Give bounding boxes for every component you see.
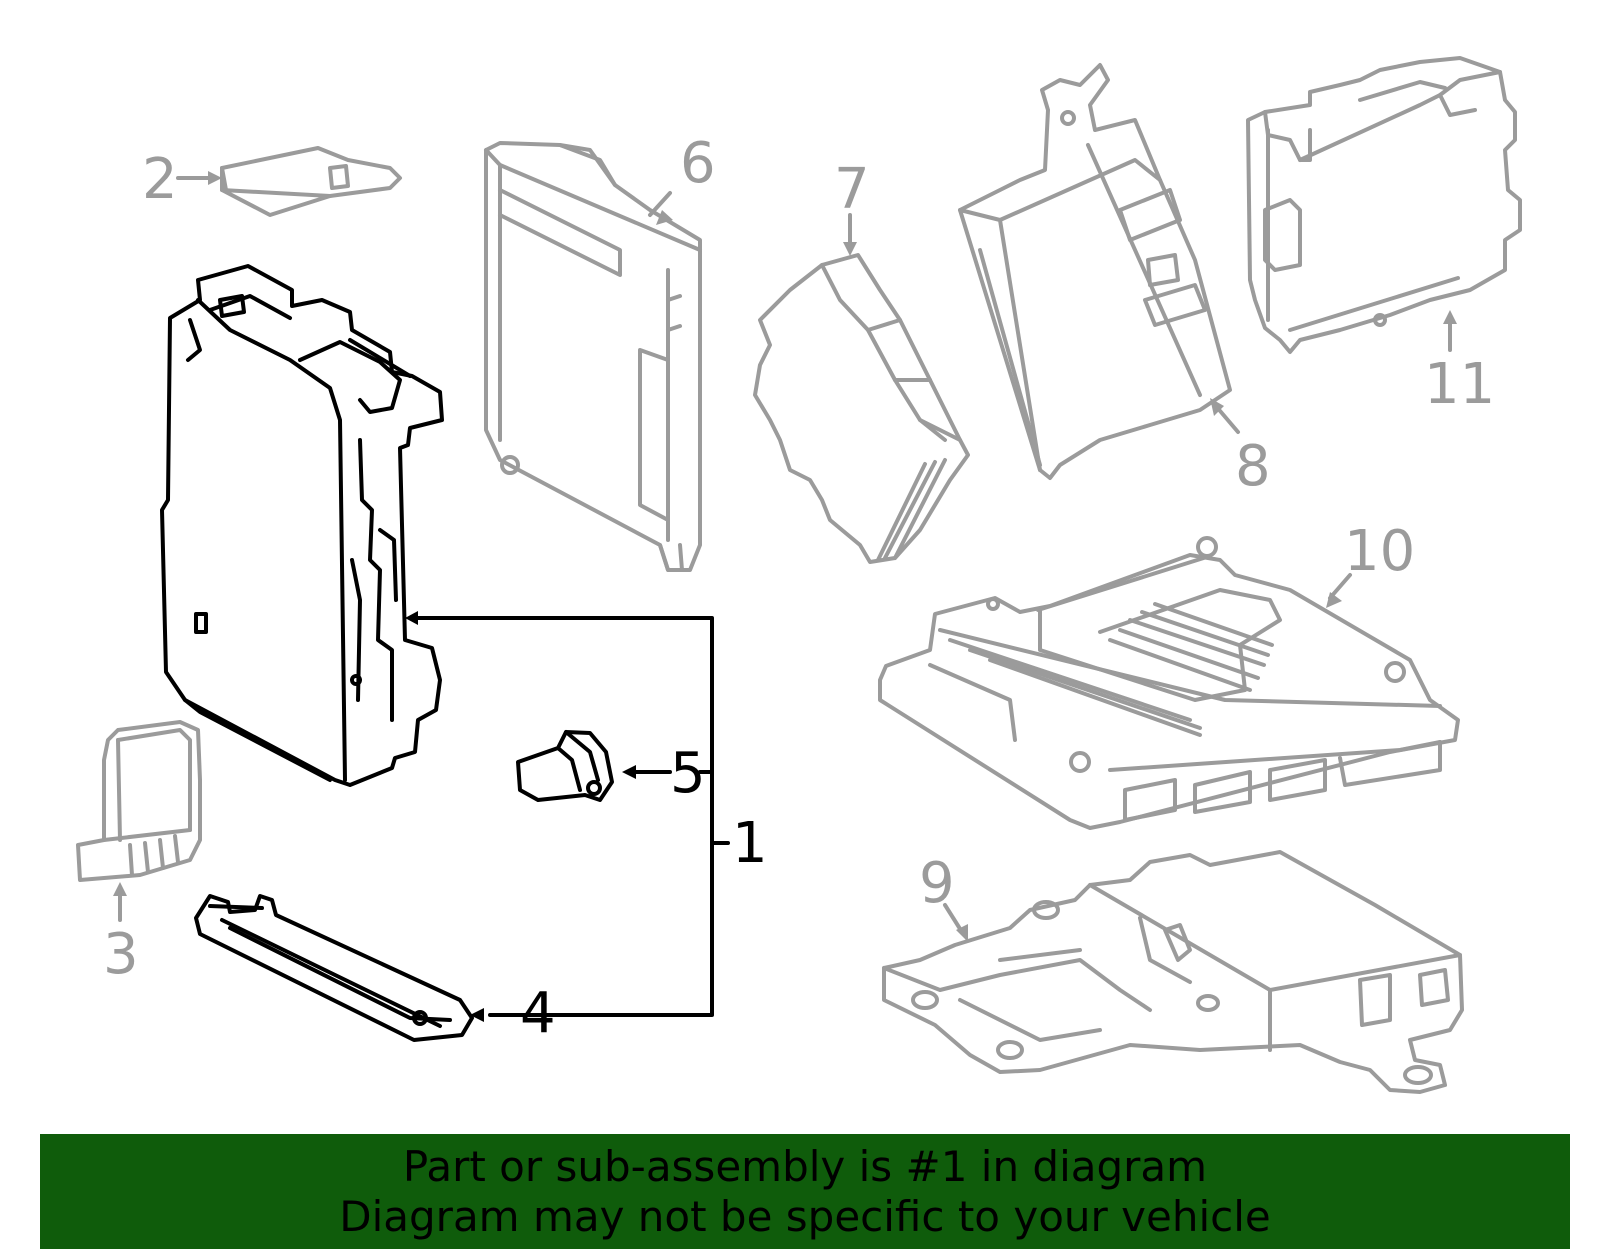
part-4-cover[interactable] bbox=[194, 894, 474, 1042]
part-5-clip[interactable] bbox=[516, 730, 614, 802]
callout-10: 10 bbox=[1344, 519, 1415, 584]
part-9-module bbox=[882, 850, 1464, 1094]
info-banner: Part or sub-assembly is #1 in diagram Di… bbox=[40, 1134, 1570, 1249]
part-11-module bbox=[1246, 56, 1522, 354]
part-7-module bbox=[753, 213, 970, 564]
part-1-body-control-module[interactable] bbox=[160, 264, 444, 787]
callout-8: 8 bbox=[1235, 434, 1271, 499]
callout-9: 9 bbox=[919, 851, 955, 916]
part-3-bracket bbox=[76, 720, 202, 922]
callout-7: 7 bbox=[834, 157, 870, 222]
part-10-ecm bbox=[878, 536, 1460, 830]
callout-3: 3 bbox=[103, 922, 139, 987]
callout-2: 2 bbox=[142, 147, 178, 212]
callout-4: 4 bbox=[520, 981, 556, 1046]
part-8-module bbox=[958, 63, 1240, 480]
banner-line-1: Part or sub-assembly is #1 in diagram bbox=[402, 1141, 1208, 1191]
part-6-ecu bbox=[484, 141, 702, 572]
callout-6: 6 bbox=[680, 131, 716, 196]
callout-5: 5 bbox=[670, 741, 706, 806]
banner-line-2: Diagram may not be specific to your vehi… bbox=[339, 1191, 1271, 1241]
part-2-bracket bbox=[176, 146, 402, 217]
callout-11: 11 bbox=[1424, 352, 1495, 417]
callout-1-bracket bbox=[405, 611, 730, 1022]
callout-1: 1 bbox=[732, 811, 768, 876]
